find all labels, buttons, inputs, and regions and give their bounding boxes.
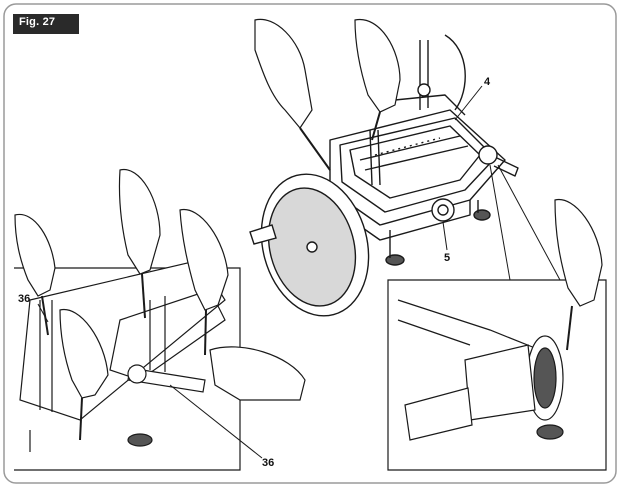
callout-36-left: 36	[18, 293, 31, 305]
leader-lines	[37, 85, 561, 459]
slicer-machine	[329, 34, 519, 266]
front-knob	[431, 198, 455, 222]
blade-disk	[249, 173, 370, 317]
figure-label-box	[13, 14, 79, 34]
figure-label: Fig. 27	[19, 16, 56, 28]
foot-right	[473, 209, 491, 221]
hands-top	[254, 18, 401, 171]
callout-4: 4	[484, 76, 491, 88]
hands-left	[14, 169, 306, 441]
right-detail-panel	[387, 199, 607, 471]
callout-5: 5	[444, 252, 451, 264]
side-knob	[478, 145, 498, 165]
foot-left	[385, 254, 405, 266]
left-detail-panel	[14, 259, 241, 471]
callout-36-bottom: 36	[262, 457, 275, 469]
